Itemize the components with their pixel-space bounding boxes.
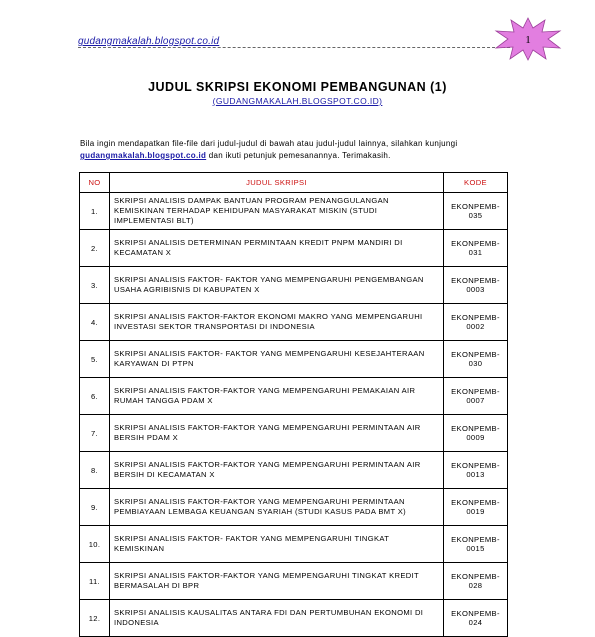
intro-text-after: dan ikuti petunjuk pemesanannya. Terimak… <box>206 151 391 160</box>
cell-kode: EKONPEMB-0007 <box>443 377 508 415</box>
cell-judul: SKRIPSI ANALISIS FAKTOR-FAKTOR YANG MEMP… <box>109 562 444 600</box>
table-row: 8.SKRIPSI ANALISIS FAKTOR-FAKTOR YANG ME… <box>79 451 508 489</box>
cell-kode: EKONPEMB-0015 <box>443 525 508 563</box>
cell-judul: SKRIPSI ANALISIS FAKTOR- FAKTOR YANG MEM… <box>109 340 444 378</box>
cell-kode: EKONPEMB-031 <box>443 229 508 267</box>
intro-link[interactable]: gudangmakalah.blogspot.co.id <box>80 151 207 160</box>
subtitle-link[interactable]: (GUDANGMAKALAH.BLOGSPOT.CO.ID) <box>212 96 383 106</box>
thesis-table: NO JUDUL SKRIPSI KODE 1.SKRIPSI ANALISIS… <box>79 172 508 637</box>
cell-no: 10. <box>79 525 110 563</box>
starburst-badge-icon: 1 <box>494 17 562 61</box>
cell-kode: EKONPEMB-024 <box>443 599 508 637</box>
cell-no: 3. <box>79 266 110 304</box>
cell-no: 9. <box>79 488 110 526</box>
cell-kode: EKONPEMB-0002 <box>443 303 508 341</box>
cell-kode: EKONPEMB-0019 <box>443 488 508 526</box>
table-row: 9.SKRIPSI ANALISIS FAKTOR-FAKTOR YANG ME… <box>79 488 508 526</box>
cell-no: 1. <box>79 192 110 230</box>
table-row: 12.SKRIPSI ANALISIS KAUSALITAS ANTARA FD… <box>79 599 508 637</box>
header-rule <box>78 47 510 48</box>
cell-no: 6. <box>79 377 110 415</box>
cell-judul: SKRIPSI ANALISIS KAUSALITAS ANTARA FDI D… <box>109 599 444 637</box>
table-row: 5.SKRIPSI ANALISIS FAKTOR- FAKTOR YANG M… <box>79 340 508 378</box>
cell-judul: SKRIPSI ANALISIS FAKTOR- FAKTOR YANG MEM… <box>109 266 444 304</box>
cell-judul: SKRIPSI ANALISIS DAMPAK BANTUAN PROGRAM … <box>109 192 444 230</box>
document-title: JUDUL SKRIPSI EKONOMI PEMBANGUNAN (1) <box>148 80 447 94</box>
cell-kode: EKONPEMB-0003 <box>443 266 508 304</box>
cell-judul: SKRIPSI ANALISIS FAKTOR-FAKTOR YANG MEMP… <box>109 377 444 415</box>
cell-judul: SKRIPSI ANALISIS DETERMINAN PERMINTAAN K… <box>109 229 444 267</box>
cell-judul: SKRIPSI ANALISIS FAKTOR-FAKTOR EKONOMI M… <box>109 303 444 341</box>
table-row: 6.SKRIPSI ANALISIS FAKTOR-FAKTOR YANG ME… <box>79 377 508 415</box>
cell-judul: SKRIPSI ANALISIS FAKTOR- FAKTOR YANG MEM… <box>109 525 444 563</box>
table-header-row: NO JUDUL SKRIPSI KODE <box>79 172 508 193</box>
table-row: 7.SKRIPSI ANALISIS FAKTOR-FAKTOR YANG ME… <box>79 414 508 452</box>
intro-paragraph: Bila ingin mendapatkan file-file dari ju… <box>80 138 520 162</box>
table-row: 4.SKRIPSI ANALISIS FAKTOR-FAKTOR EKONOMI… <box>79 303 508 341</box>
table-row: 2.SKRIPSI ANALISIS DETERMINAN PERMINTAAN… <box>79 229 508 267</box>
cell-judul: SKRIPSI ANALISIS FAKTOR-FAKTOR YANG MEMP… <box>109 451 444 489</box>
cell-no: 7. <box>79 414 110 452</box>
cell-no: 11. <box>79 562 110 600</box>
cell-kode: EKONPEMB-030 <box>443 340 508 378</box>
cell-kode: EKONPEMB-028 <box>443 562 508 600</box>
intro-text-before: Bila ingin mendapatkan file-file dari ju… <box>80 139 458 148</box>
table-body: 1.SKRIPSI ANALISIS DAMPAK BANTUAN PROGRA… <box>79 192 508 637</box>
cell-kode: EKONPEMB-0009 <box>443 414 508 452</box>
table-row: 11.SKRIPSI ANALISIS FAKTOR-FAKTOR YANG M… <box>79 562 508 600</box>
table-row: 1.SKRIPSI ANALISIS DAMPAK BANTUAN PROGRA… <box>79 192 508 230</box>
cell-kode: EKONPEMB-035 <box>443 192 508 230</box>
document-subtitle: (GUDANGMAKALAH.BLOGSPOT.CO.ID) <box>0 96 595 106</box>
cell-no: 4. <box>79 303 110 341</box>
cell-no: 5. <box>79 340 110 378</box>
header-no: NO <box>79 172 110 193</box>
cell-no: 12. <box>79 599 110 637</box>
header-judul: JUDUL SKRIPSI <box>109 172 444 193</box>
header-site-link[interactable]: gudangmakalah.blogspot.co.id <box>78 36 220 47</box>
cell-no: 2. <box>79 229 110 267</box>
cell-no: 8. <box>79 451 110 489</box>
table-row: 3.SKRIPSI ANALISIS FAKTOR- FAKTOR YANG M… <box>79 266 508 304</box>
cell-judul: SKRIPSI ANALISIS FAKTOR-FAKTOR YANG MEMP… <box>109 414 444 452</box>
cell-kode: EKONPEMB-0013 <box>443 451 508 489</box>
badge-shape <box>494 17 562 61</box>
table-row: 10.SKRIPSI ANALISIS FAKTOR- FAKTOR YANG … <box>79 525 508 563</box>
page-number: 1 <box>525 34 531 46</box>
header-kode: KODE <box>443 172 508 193</box>
cell-judul: SKRIPSI ANALISIS FAKTOR-FAKTOR YANG MEMP… <box>109 488 444 526</box>
